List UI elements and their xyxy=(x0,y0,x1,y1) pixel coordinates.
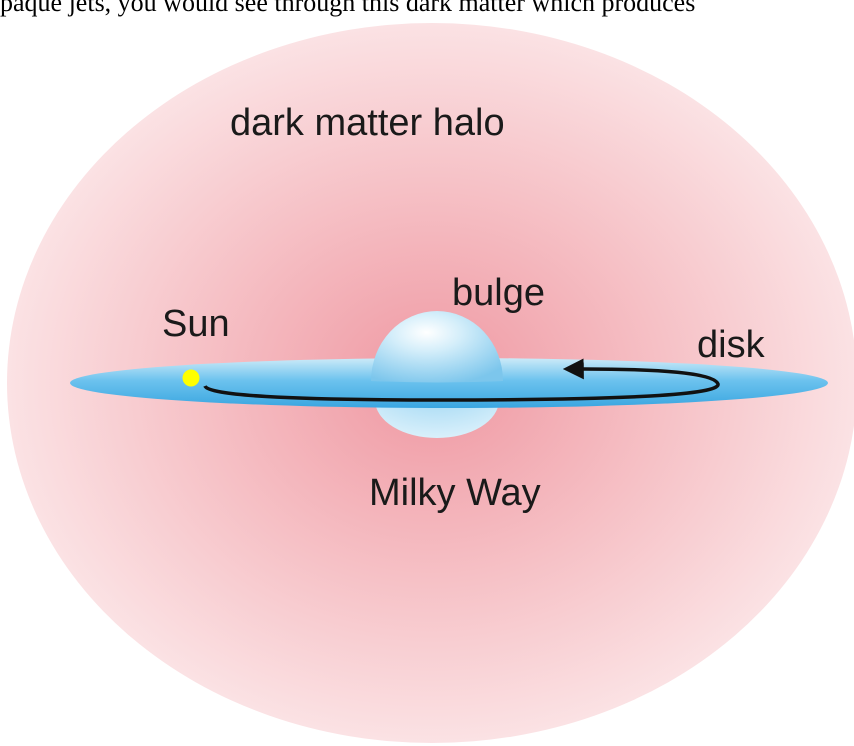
galaxy-label: Milky Way xyxy=(369,472,541,514)
sun-orbit-arrow xyxy=(203,358,720,402)
halo-label: dark matter halo xyxy=(230,102,505,144)
bulge-label: bulge xyxy=(452,272,545,314)
cropped-caption-text: paque jets, you would see through this d… xyxy=(0,0,696,17)
sun-label: Sun xyxy=(162,303,230,345)
bulge xyxy=(371,311,503,383)
sun-marker xyxy=(182,369,200,387)
disk-label: disk xyxy=(697,324,766,366)
